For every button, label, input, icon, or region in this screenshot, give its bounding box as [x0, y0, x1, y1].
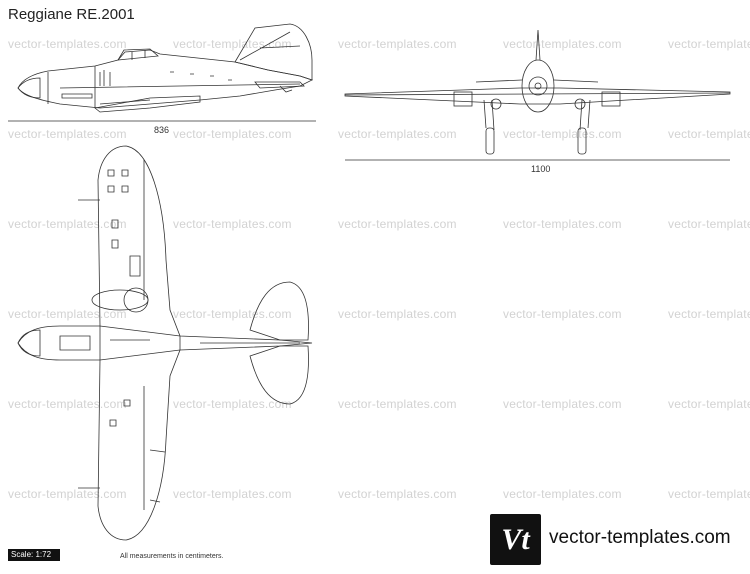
scale-label: Scale: 1:72	[8, 549, 60, 561]
top-view	[17, 145, 313, 541]
wingspan-dimension-label: 1100	[531, 164, 551, 174]
length-dimension-label: 836	[154, 125, 170, 135]
page-title: Reggiane RE.2001	[8, 6, 135, 23]
front-view	[344, 29, 731, 155]
measurement-note: All measurements in centimeters.	[120, 553, 224, 560]
side-view	[17, 23, 314, 113]
site-name: vector-templates.com	[549, 527, 731, 548]
vt-logo-icon: Vt	[490, 514, 541, 565]
